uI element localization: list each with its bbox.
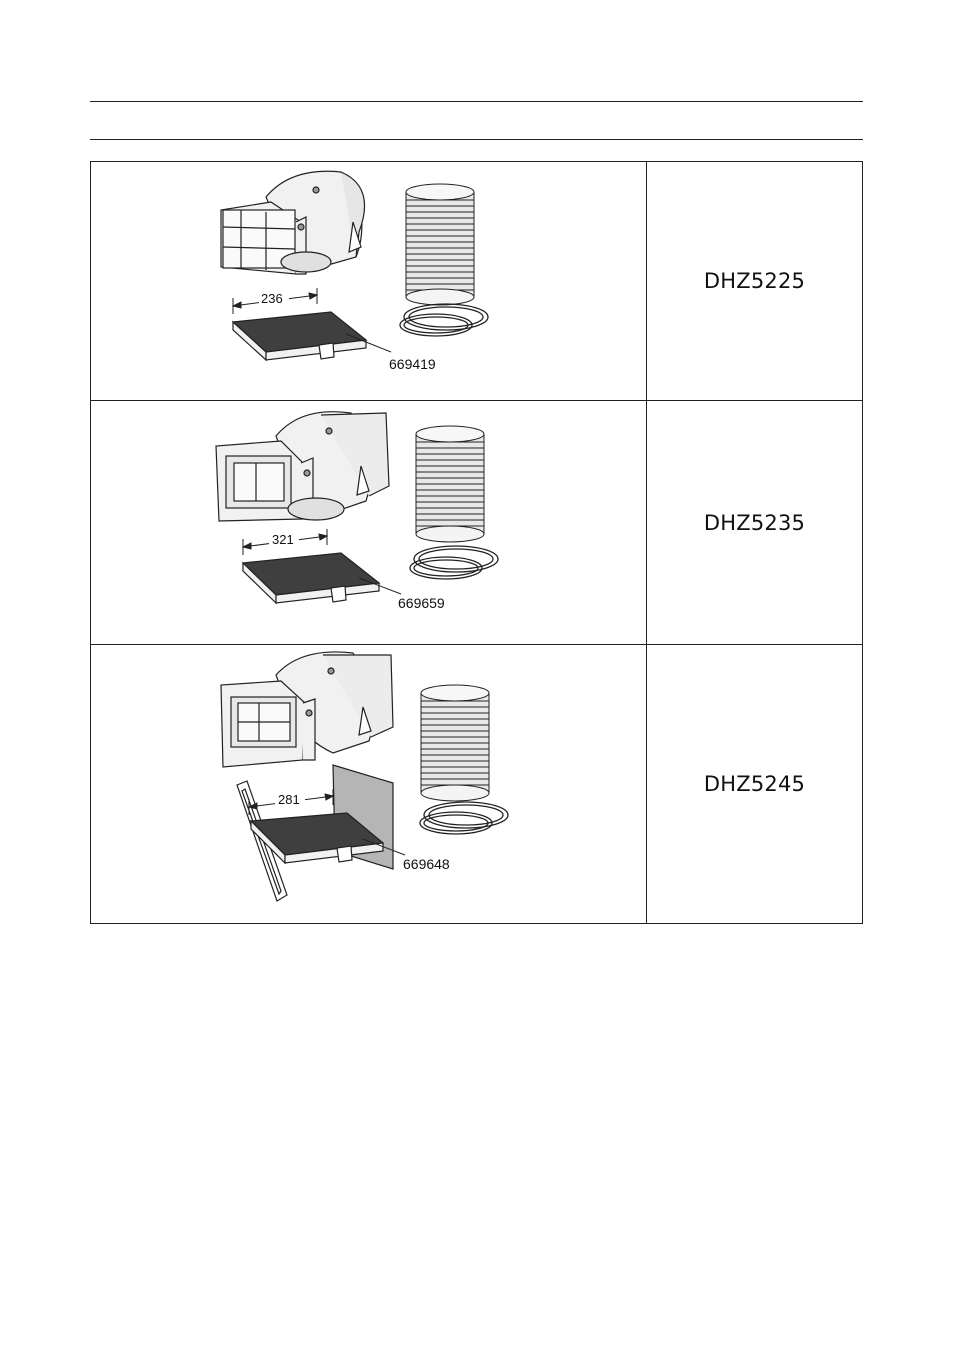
model-cell: DHZ5225 — [647, 162, 863, 401]
duct-elbow-illustration — [221, 171, 365, 274]
charcoal-filter-illustration — [233, 312, 366, 360]
filter-part-number: 669648 — [403, 856, 450, 872]
kit-row: 236 669419 DHZ5225 — [91, 162, 863, 401]
kit-illustration-cell: 281 669648 — [91, 645, 647, 924]
kit-table: 236 669419 DHZ5225 — [90, 161, 863, 924]
flexible-hose-illustration — [416, 426, 484, 542]
filter-part-number: 669659 — [398, 595, 445, 611]
filter-part-number: 669419 — [389, 356, 436, 372]
duct-elbow-illustration — [221, 652, 393, 767]
kit-row: 281 669648 DHZ5245 — [91, 645, 863, 924]
model-cell: DHZ5235 — [647, 401, 863, 645]
kit-illustration: 281 669648 — [91, 645, 646, 923]
charcoal-filter-illustration — [243, 553, 379, 603]
kit-illustration: 321 669659 — [91, 401, 646, 644]
header-rule-bottom — [90, 139, 863, 140]
header-rule-top — [90, 101, 863, 102]
flexible-hose-illustration — [421, 685, 489, 801]
duct-elbow-illustration — [216, 412, 389, 521]
filter-width-dimension: 236 — [261, 291, 283, 306]
hose-clamps-illustration — [420, 802, 508, 834]
filter-width-dimension: 281 — [278, 792, 300, 807]
hose-clamps-illustration — [410, 546, 498, 579]
flexible-hose-illustration — [406, 184, 474, 305]
model-cell: DHZ5245 — [647, 645, 863, 924]
kit-row: 321 669659 DHZ5235 — [91, 401, 863, 645]
kit-illustration-cell: 236 669419 — [91, 162, 647, 401]
filter-width-dimension: 321 — [272, 532, 294, 547]
kit-illustration: 236 669419 — [91, 162, 646, 400]
hose-clamps-illustration — [400, 304, 488, 336]
kit-illustration-cell: 321 669659 — [91, 401, 647, 645]
